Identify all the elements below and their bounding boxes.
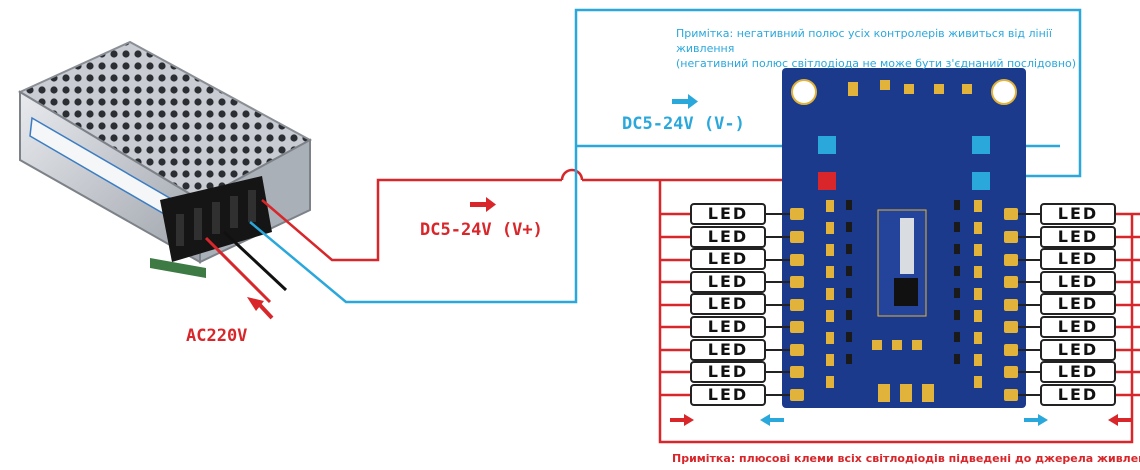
left-led-8: LED xyxy=(690,361,766,384)
left-led-9: LED xyxy=(690,383,766,406)
bottom-right-blue-arrow-icon xyxy=(1024,414,1048,426)
bottom-right-red-arrow-icon xyxy=(1108,414,1132,426)
left-led-plus-branches xyxy=(660,212,690,397)
led-connectors xyxy=(766,213,1040,396)
left-led-4: LED xyxy=(690,270,766,293)
left-led-2: LED xyxy=(690,225,766,248)
left-led-6: LED xyxy=(690,316,766,338)
right-led-4: LED xyxy=(1040,270,1116,293)
ac-arrow-icon xyxy=(247,297,264,311)
power-supply-image xyxy=(17,40,313,278)
top-note-line1: Примітка: негативний полюс усіх контроле… xyxy=(676,27,1052,55)
bottom-left-blue-arrow-icon xyxy=(760,414,784,426)
controller-board-image xyxy=(782,68,1026,408)
right-led-plus-branches xyxy=(1116,212,1140,397)
right-led-8: LED xyxy=(1040,361,1116,384)
top-note-line2: (негативний полюс світлодіода не може бу… xyxy=(676,57,1077,70)
left-led-1: LED xyxy=(690,203,766,225)
dc-plus-label: DC5-24V (V+) xyxy=(420,220,543,240)
right-led-2: LED xyxy=(1040,225,1116,248)
right-led-5: LED xyxy=(1040,293,1116,316)
bottom-left-red-arrow-icon xyxy=(670,414,694,426)
left-led-5: LED xyxy=(690,293,766,316)
right-led-7: LED xyxy=(1040,338,1116,361)
dc-minus-label: DC5-24V (V-) xyxy=(622,114,745,134)
ac-wire-red xyxy=(204,236,272,304)
top-note: Примітка: негативний полюс усіх контроле… xyxy=(676,26,1096,71)
right-led-3: LED xyxy=(1040,248,1116,271)
dc-minus-arrow-icon xyxy=(672,94,698,109)
right-led-6: LED xyxy=(1040,316,1116,338)
left-led-3: LED xyxy=(690,248,766,271)
dc-plus-arrow-icon xyxy=(470,197,496,212)
right-led-9: LED xyxy=(1040,383,1116,406)
bottom-note: Примітка: плюсові клеми всіх світлодіоді… xyxy=(672,452,1140,465)
ac-wire-black xyxy=(222,230,288,292)
left-led-7: LED xyxy=(690,338,766,361)
ac-label: AC220V xyxy=(186,326,248,346)
right-led-1: LED xyxy=(1040,203,1116,225)
